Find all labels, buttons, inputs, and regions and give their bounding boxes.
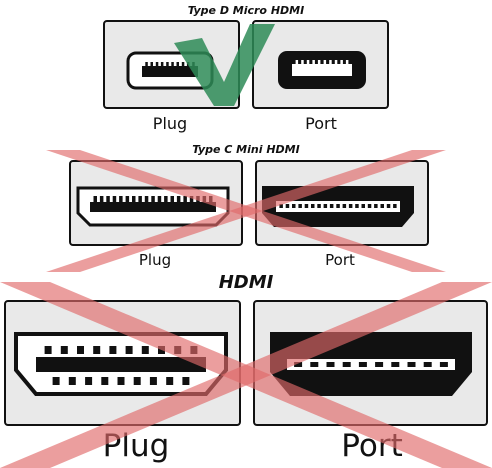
connector-pin	[149, 377, 157, 385]
connector-pin	[77, 346, 84, 354]
connector-pin	[101, 377, 109, 385]
connector-pin	[160, 62, 164, 66]
plug-label-micro-hdmi: Plug	[153, 114, 187, 133]
connector-pin	[144, 196, 149, 202]
connector-pin	[391, 362, 400, 367]
connector-pin	[329, 204, 334, 208]
connector-pin	[361, 204, 365, 208]
connector-pin	[183, 196, 187, 202]
connector-pin	[348, 204, 353, 208]
connector-pin	[189, 196, 194, 202]
connector-pin	[358, 362, 367, 367]
connector-pin	[329, 60, 332, 64]
connector-pin	[292, 204, 296, 208]
connector-pin	[340, 60, 343, 64]
connector-pin	[155, 62, 159, 66]
connector-pin	[393, 204, 397, 208]
connector-pin	[345, 60, 349, 64]
cross-mark-icon	[46, 150, 446, 272]
section-title-micro-hdmi: Type D Micro HDMI	[188, 4, 304, 17]
section-mini-hdmi: Type C Mini HDMI Plug Port	[46, 143, 446, 272]
connector-pin	[157, 196, 162, 202]
connector-pin	[132, 196, 136, 202]
connector-pin	[133, 377, 141, 385]
connector-pin	[150, 62, 153, 66]
connector-pin	[44, 346, 52, 354]
connector-pin	[166, 377, 174, 385]
connector-pin	[171, 62, 174, 66]
connector-pin	[145, 62, 148, 66]
section-title-hdmi: HDMI	[219, 272, 274, 293]
cross-mark-icon	[0, 282, 492, 468]
connector-pin	[166, 62, 169, 66]
connector-pin	[176, 62, 179, 66]
connector-pin	[326, 362, 335, 367]
connector-pin	[119, 196, 123, 202]
connector-pin	[311, 204, 315, 208]
connector-pin	[141, 346, 149, 354]
connector-pin	[170, 196, 174, 202]
connector-pin	[158, 346, 165, 354]
connector-pin	[106, 196, 110, 202]
section-standard-hdmi: HDMI Plug Port	[0, 272, 492, 468]
connector-pin	[112, 196, 117, 202]
connector-pin	[312, 60, 315, 64]
connector-pin	[336, 204, 340, 208]
connector-pin	[285, 204, 290, 208]
connector-pin	[407, 362, 416, 367]
connector-pin	[342, 362, 351, 367]
connector-pin	[439, 362, 448, 367]
connector-pin	[279, 204, 283, 208]
connector-pin	[117, 377, 125, 385]
section-title-mini-hdmi: Type C Mini HDMI	[192, 143, 299, 156]
connector-pin	[68, 377, 76, 385]
connector-pin	[138, 196, 142, 202]
connector-pin	[298, 204, 302, 208]
connector-pin	[323, 60, 327, 64]
connector-pin	[375, 362, 384, 367]
connector-pin	[334, 60, 338, 64]
connector-pin	[52, 377, 60, 385]
connector-pin	[310, 362, 319, 367]
connector-pin	[85, 377, 93, 385]
connector-pin	[317, 60, 321, 64]
connector-pin	[125, 346, 133, 354]
micro-hdmi-port-icon	[278, 51, 366, 89]
connector-pin	[342, 204, 347, 208]
connector-pin	[301, 60, 304, 64]
check-mark-icon	[174, 24, 275, 106]
connector-pin	[306, 60, 310, 64]
connector-pin	[380, 204, 384, 208]
connector-pin	[181, 62, 185, 66]
connector-pin	[151, 196, 155, 202]
connector-pin	[295, 60, 299, 64]
connector-pin	[367, 204, 372, 208]
section-micro-hdmi: Type D Micro HDMI Plug Port	[103, 4, 389, 133]
connector-pin	[60, 346, 68, 354]
connector-pin	[125, 196, 130, 202]
connector-pin	[99, 196, 104, 202]
port-label-micro-hdmi: Port	[305, 114, 337, 133]
connector-pin	[323, 204, 328, 208]
plug-label-mini-hdmi: Plug	[139, 251, 171, 269]
connector-pin	[294, 362, 303, 367]
port-label-mini-hdmi: Port	[325, 251, 355, 269]
connector-pin	[164, 196, 168, 202]
connector-pin	[109, 346, 117, 354]
hdmi-port-icon	[270, 332, 472, 396]
connector-pin	[176, 196, 181, 202]
connector-pin	[182, 377, 190, 385]
connector-pin	[355, 204, 359, 208]
connector-pin	[93, 196, 97, 202]
connector-pin	[317, 204, 321, 208]
connector-pin	[93, 346, 101, 354]
connector-pin	[304, 204, 309, 208]
connector-pin	[374, 204, 378, 208]
connector-pin	[386, 204, 391, 208]
connector-pin	[423, 362, 432, 367]
